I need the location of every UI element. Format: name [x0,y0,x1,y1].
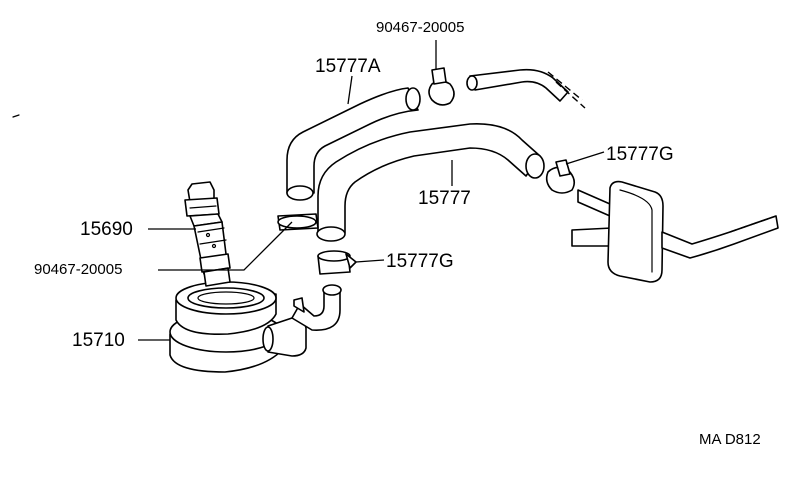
label-hose-15777: 15777 [418,188,471,209]
clamp-g-mid [317,250,357,275]
label-clamp-left: 90467-20005 [34,261,123,278]
hose-15777 [316,123,545,242]
label-cooler-15710: 15710 [72,330,125,351]
clamp-top [428,67,455,106]
label-clamp-g-right: 15777G [606,144,674,165]
hose-15777a [286,87,421,201]
label-clamp-g-mid: 15777G [386,251,454,272]
leader-clamp-left [158,221,293,271]
label-clamp-top: 90467-20005 [376,19,465,36]
leader-clamp-g-right [565,151,605,165]
clamp-g-right [545,159,576,194]
label-valve-15690: 15690 [80,219,133,240]
leader-clamp-g-mid [355,259,385,263]
leader-hose-a [347,75,353,105]
upper-pipe [466,68,586,109]
outlet-bracket [571,180,779,283]
oil-cooler-15710 [169,281,342,373]
figure-code: MA D812 [699,431,761,448]
stray-mark [12,114,20,118]
label-hose-15777a: 15777A [315,56,381,77]
clamp-left [277,213,319,231]
valve-15690 [184,181,231,287]
